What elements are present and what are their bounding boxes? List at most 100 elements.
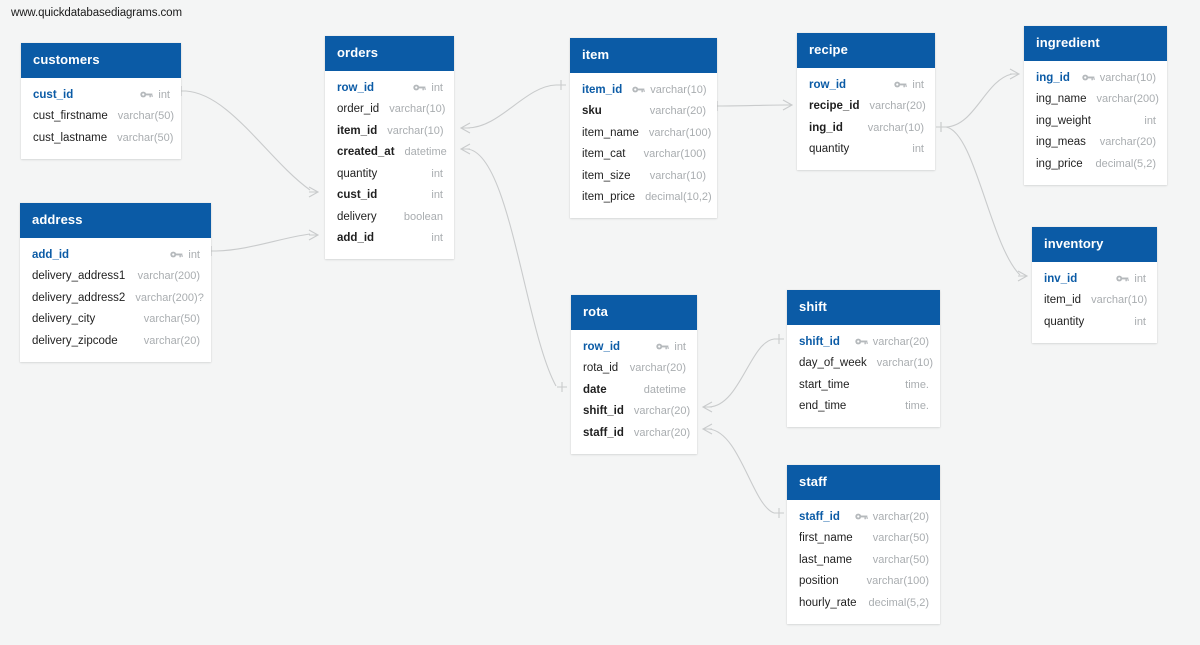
table-title-item[interactable]: item <box>570 38 717 73</box>
relationship-line <box>945 126 1021 276</box>
table-title-recipe[interactable]: recipe <box>797 33 935 68</box>
relationship-address-orders[interactable] <box>206 229 320 256</box>
relationship-item-recipe[interactable] <box>712 99 794 111</box>
field-name-staff_id: staff_id <box>799 510 840 523</box>
relationship-orders-item[interactable] <box>459 80 566 134</box>
relationship-rota-staff[interactable] <box>701 423 784 518</box>
field-type-inv_id: int <box>1134 272 1146 285</box>
cardinality-one-marker <box>774 334 784 344</box>
field-type-end_time: time. <box>905 400 929 413</box>
primary-key-icon <box>855 338 868 345</box>
field-type-row_id: int <box>912 78 924 91</box>
field-name-row_id: row_id <box>337 81 375 94</box>
table-title-customers[interactable]: customers <box>21 43 181 78</box>
primary-key-icon <box>413 84 427 91</box>
table-title-staff[interactable]: staff <box>787 465 940 500</box>
field-name-sku: sku <box>582 105 602 118</box>
relationship-orders-rota[interactable] <box>459 143 567 392</box>
relationship-recipe-inventory[interactable] <box>936 122 1029 282</box>
table-title-shift[interactable]: shift <box>787 290 940 325</box>
table-title-ingredient[interactable]: ingredient <box>1024 26 1167 61</box>
table-title-address[interactable]: address <box>20 203 211 238</box>
field-type-ing_price: decimal(5,2) <box>1095 157 1156 170</box>
table-title-orders[interactable]: orders <box>325 36 454 71</box>
relationship-line <box>466 148 557 387</box>
primary-key-icon <box>170 251 184 258</box>
field-type-ing_id: varchar(10) <box>867 121 924 134</box>
cardinality-one-marker <box>936 122 946 132</box>
relationship-recipe-ingredient[interactable] <box>936 68 1021 132</box>
table-title-rota[interactable]: rota <box>571 295 697 330</box>
relationship-customers-orders[interactable] <box>176 86 320 198</box>
table-title-inventory[interactable]: inventory <box>1032 227 1157 262</box>
field-type-delivery_address1: varchar(200) <box>137 270 200 283</box>
field-name-cust_lastname: cust_lastname <box>33 131 108 144</box>
field-name-created_at: created_at <box>337 146 395 159</box>
relationship-rota-shift[interactable] <box>701 334 784 413</box>
field-name-quantity: quantity <box>337 167 378 180</box>
